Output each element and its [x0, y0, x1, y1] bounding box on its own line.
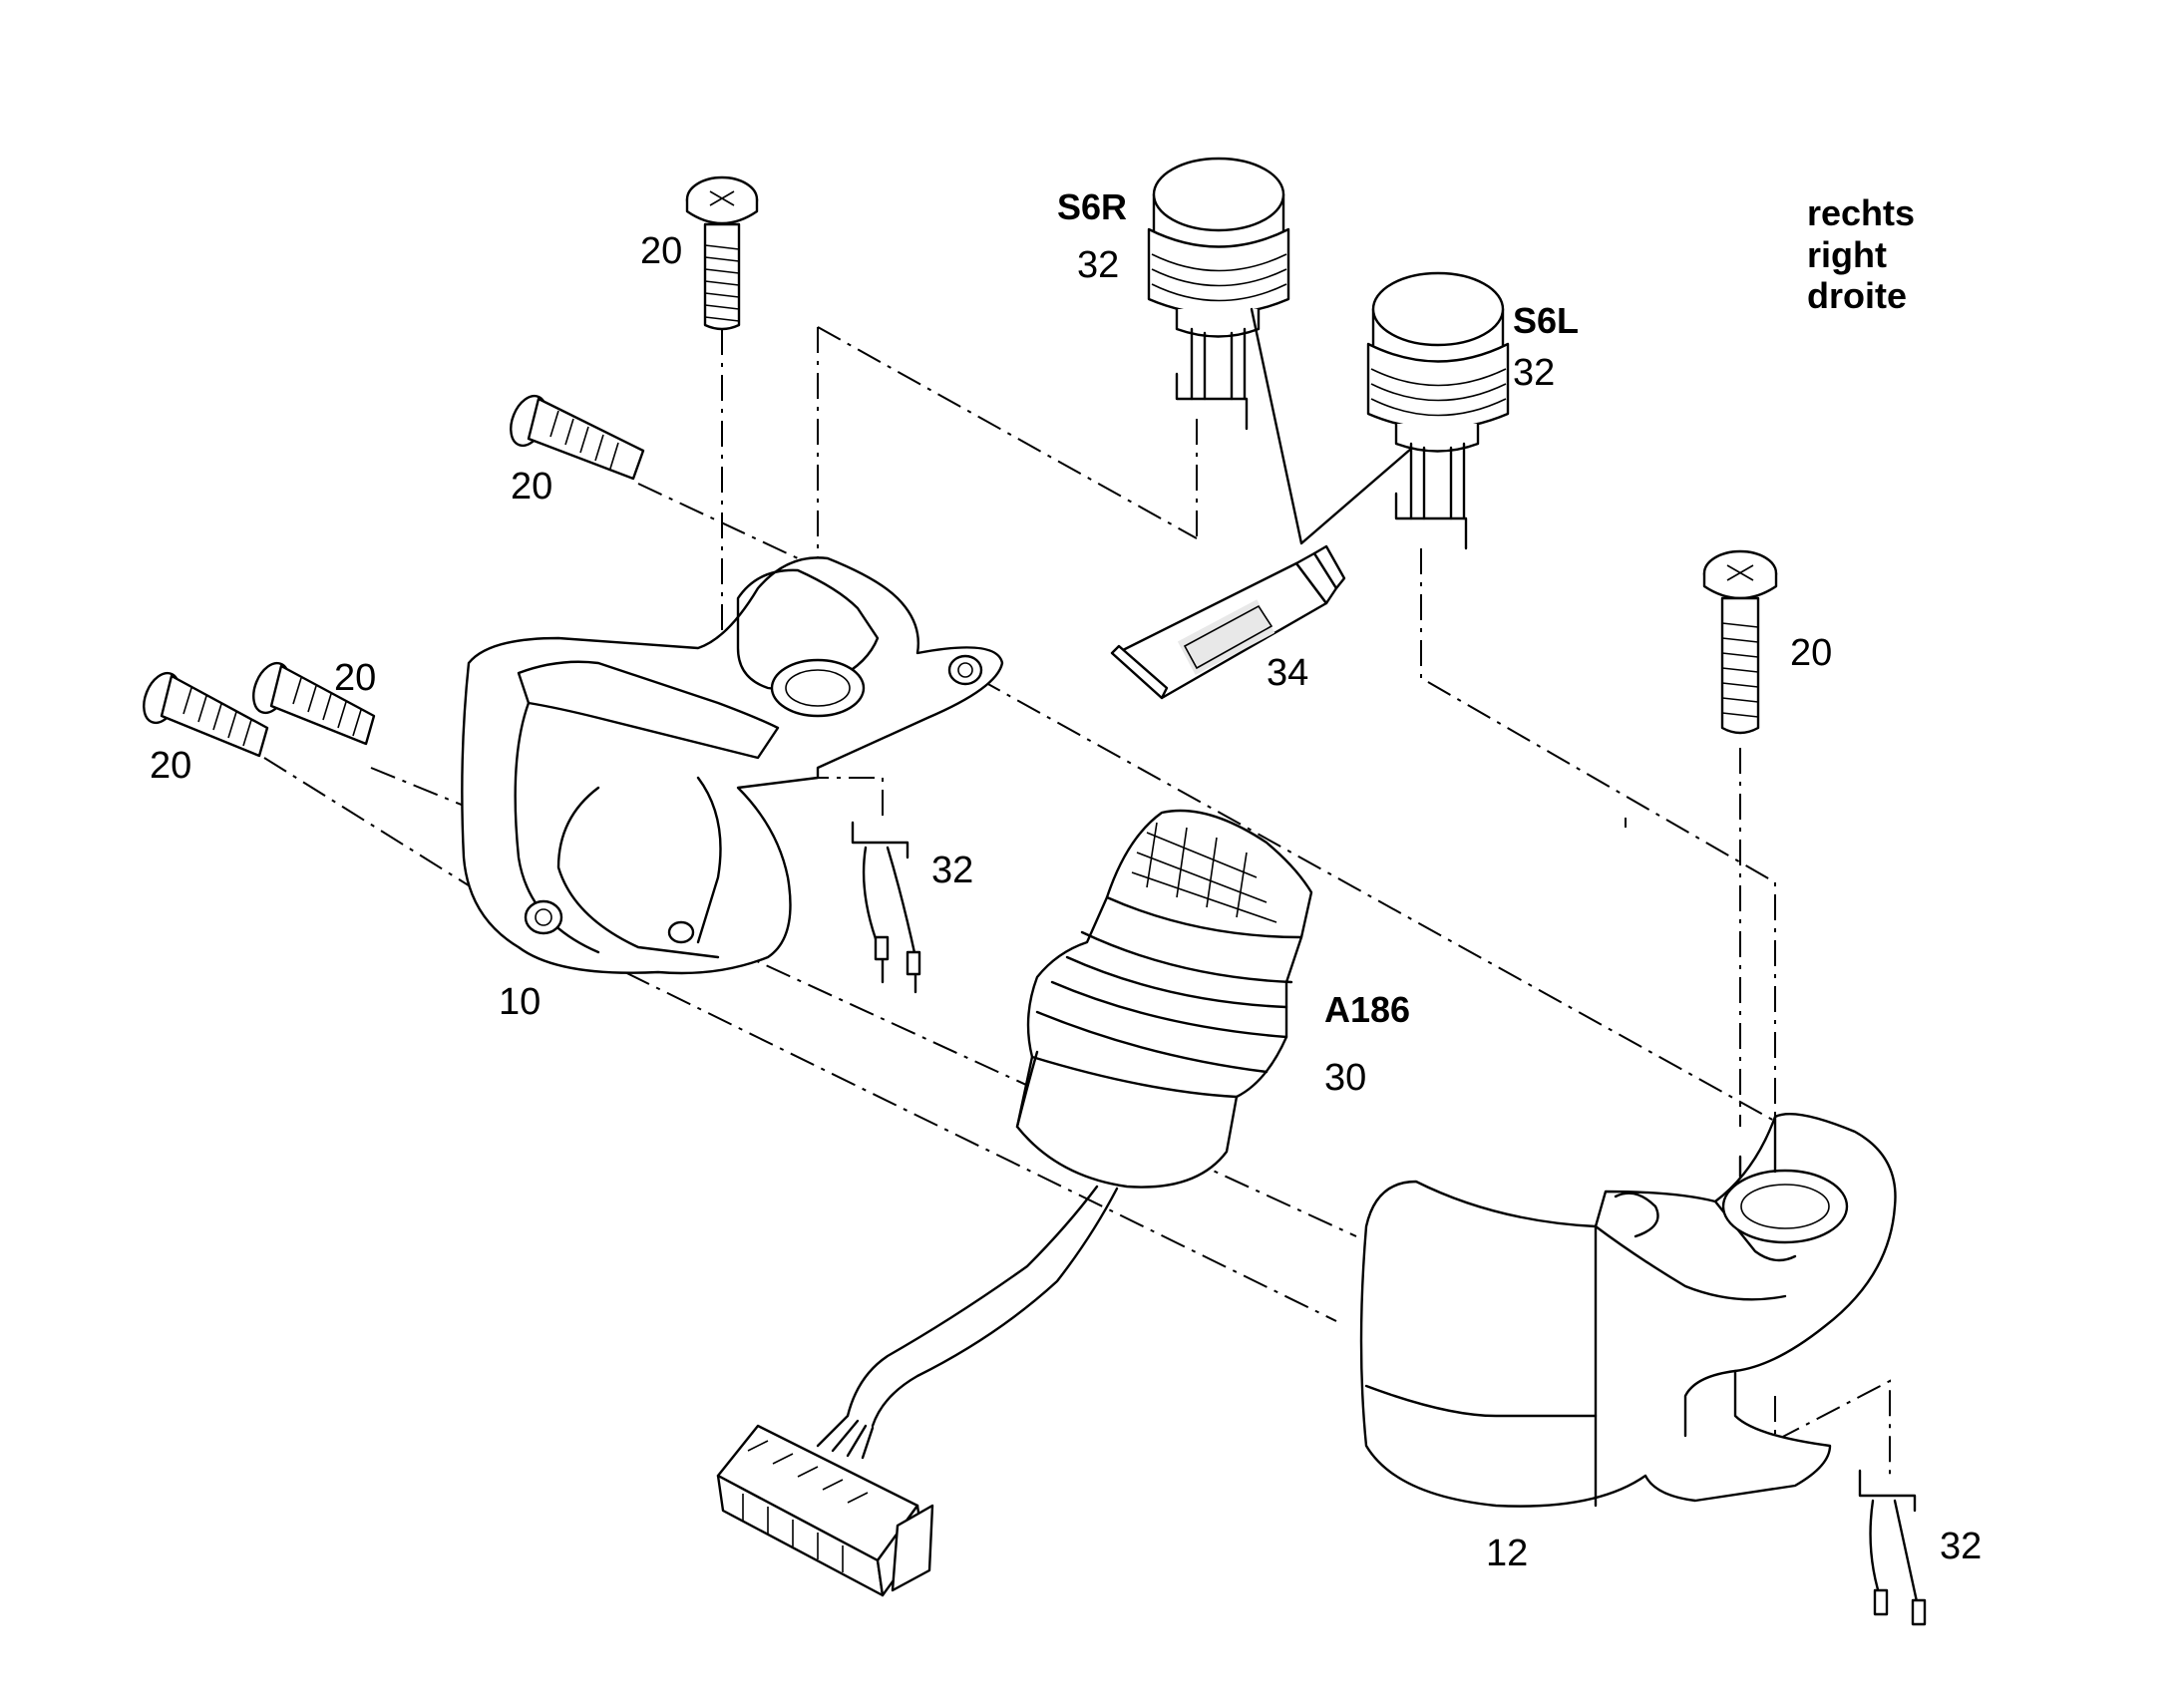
label-housing-right: 12: [1486, 1533, 1528, 1574]
screw-left-pair-b: [252, 661, 376, 746]
housing-right: [1359, 1112, 1897, 1508]
label-screw-right: 20: [1790, 632, 1832, 674]
label-switch-s6l-num: 32: [1513, 352, 1555, 394]
label-screw-left-pair-b: 20: [150, 745, 191, 787]
label-joystick-num: 30: [1324, 1057, 1366, 1099]
label-switch-s6r-id: S6R: [1057, 186, 1127, 227]
label-housing-left: 10: [499, 981, 541, 1023]
side-note-line-1: rechts: [1807, 192, 1915, 233]
side-note-line-3: droite: [1807, 275, 1907, 316]
screw-left-upper: [510, 394, 645, 481]
assembly-lines: [263, 326, 1891, 1476]
label-switch-s6l-id: S6L: [1513, 300, 1579, 341]
connector: [716, 1424, 934, 1597]
part-labels: 20 20 20 20 20 S6R 32 S6L 32 32 32 34 10…: [150, 186, 1982, 1574]
screw-top-left: [685, 175, 759, 331]
label-grease-tube: 34: [1267, 652, 1308, 694]
joystick: [816, 809, 1313, 1460]
label-wires-right: 32: [1940, 1526, 1982, 1567]
switch-s6r: [1147, 157, 1290, 431]
switch-s6l: [1366, 271, 1510, 550]
grease-tube: [1110, 544, 1346, 700]
screw-left-pair-a: [143, 671, 269, 758]
label-switch-s6r-num: 32: [1077, 244, 1119, 286]
side-note: rechts right droite: [1807, 192, 1915, 316]
screw-right: [1702, 549, 1778, 735]
label-joystick-id: A186: [1324, 989, 1410, 1030]
label-screw-left-pair-a: 20: [334, 657, 376, 699]
label-screw-top-left: 20: [640, 230, 682, 272]
wires-middle: [851, 821, 921, 994]
housing-left: [461, 556, 1004, 975]
grease-leader-lines: [1250, 307, 1413, 545]
wires-right: [1858, 1469, 1927, 1626]
label-wires-middle: 32: [931, 850, 973, 891]
label-screw-left-upper: 20: [511, 466, 552, 508]
side-note-line-2: right: [1807, 234, 1887, 275]
